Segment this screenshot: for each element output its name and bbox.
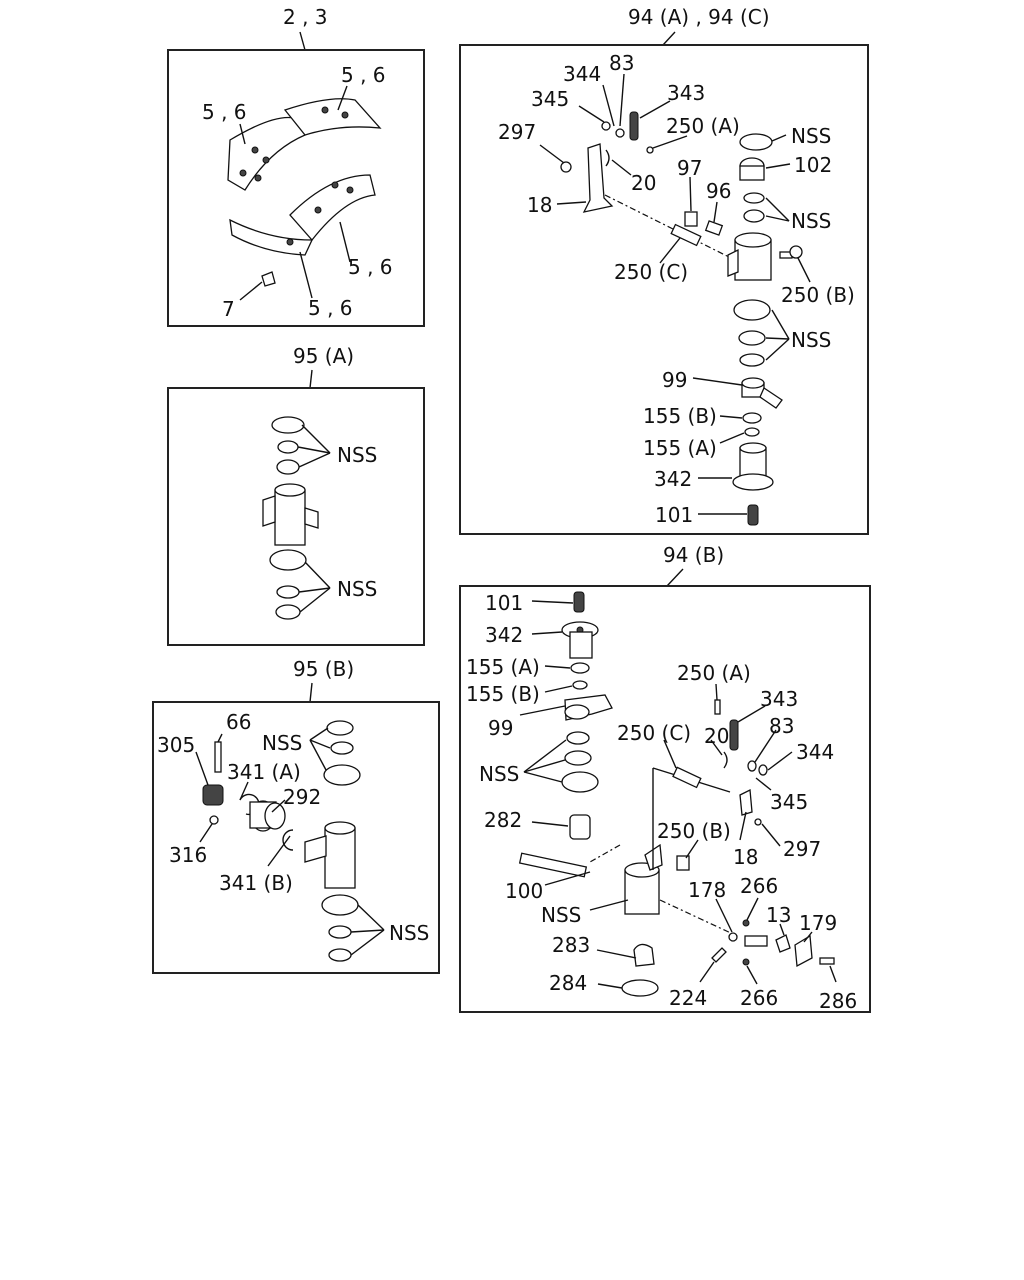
label-94b-100: 100	[505, 879, 543, 903]
label-94ac-342: 342	[654, 467, 692, 491]
label-94b-155a: 155 (A)	[466, 655, 540, 679]
label-94b-250c: 250 (C)	[617, 721, 691, 745]
panel-title-95a: 95 (A)	[293, 344, 354, 368]
label-95b-66: 66	[226, 710, 251, 734]
label-94b-266-bottom: 266	[740, 986, 778, 1010]
label-lining-5-6-d: 5 , 6	[308, 296, 353, 320]
label-94ac-102: 102	[794, 153, 832, 177]
panel-94b: 94 (B)	[459, 543, 871, 1013]
label-95a-nss-top: NSS	[337, 443, 377, 467]
label-94b-20: 20	[704, 724, 729, 748]
panel-frame-linings	[167, 49, 425, 327]
label-94b-nss-1: NSS	[479, 762, 519, 786]
label-94ac-250c: 250 (C)	[614, 260, 688, 284]
label-lining-5-6-a: 5 , 6	[341, 63, 386, 87]
panel-frame-94b	[459, 585, 871, 1013]
label-lining-7: 7	[222, 297, 235, 321]
label-94b-345: 345	[770, 790, 808, 814]
panel-title-94ac: 94 (A) , 94 (C)	[628, 5, 770, 29]
label-94b-344: 344	[796, 740, 834, 764]
label-94b-297: 297	[783, 837, 821, 861]
label-94ac-nss-3: NSS	[791, 328, 831, 352]
label-94b-155b: 155 (B)	[466, 682, 540, 706]
label-lining-5-6-c: 5 , 6	[348, 255, 393, 279]
panel-title-linings: 2 , 3	[283, 5, 328, 29]
label-94b-99: 99	[488, 716, 513, 740]
label-95b-nss-top: NSS	[262, 731, 302, 755]
label-94ac-250a: 250 (A)	[666, 114, 740, 138]
label-95b-341a: 341 (A)	[227, 760, 301, 784]
label-94b-179: 179	[799, 911, 837, 935]
label-94ac-18: 18	[527, 193, 552, 217]
label-94b-224: 224	[669, 986, 707, 1010]
label-94ac-20: 20	[631, 171, 656, 195]
label-94b-13: 13	[766, 903, 791, 927]
panel-frame-95b	[152, 701, 440, 974]
label-94ac-97: 97	[677, 156, 702, 180]
label-94b-343: 343	[760, 687, 798, 711]
panel-95b: 95 (B)	[152, 657, 440, 974]
panel-frame-95a	[167, 387, 425, 646]
panel-95a: 95 (A) NSS NSS	[167, 344, 425, 646]
label-94ac-344: 344	[563, 62, 601, 86]
label-94b-nss-2: NSS	[541, 903, 581, 927]
label-94ac-343: 343	[667, 81, 705, 105]
label-94ac-99: 99	[662, 368, 687, 392]
label-94ac-250b: 250 (B)	[781, 283, 855, 307]
label-94b-342: 342	[485, 623, 523, 647]
panel-94a-94c: 94 (A) , 94 (C)	[459, 5, 869, 535]
label-94b-101: 101	[485, 591, 523, 615]
label-94ac-101: 101	[655, 503, 693, 527]
label-94ac-96: 96	[706, 179, 731, 203]
label-94b-282: 282	[484, 808, 522, 832]
panel-frame-94ac	[459, 44, 869, 535]
label-95b-nss-bottom: NSS	[389, 921, 429, 945]
label-94ac-nss-2: NSS	[791, 209, 831, 233]
label-94b-178: 178	[688, 878, 726, 902]
label-94b-18: 18	[733, 845, 758, 869]
label-94b-266-top: 266	[740, 874, 778, 898]
label-94ac-83: 83	[609, 51, 634, 75]
label-94b-250a: 250 (A)	[677, 661, 751, 685]
label-94b-284: 284	[549, 971, 587, 995]
label-94b-250b: 250 (B)	[657, 819, 731, 843]
label-94b-283: 283	[552, 933, 590, 957]
label-94b-83: 83	[769, 714, 794, 738]
panel-title-95b: 95 (B)	[293, 657, 354, 681]
label-94ac-345: 345	[531, 87, 569, 111]
label-95b-305: 305	[157, 733, 195, 757]
label-lining-5-6-b: 5 , 6	[202, 100, 247, 124]
label-95b-316: 316	[169, 843, 207, 867]
label-94ac-297: 297	[498, 120, 536, 144]
label-95a-nss-bottom: NSS	[337, 577, 377, 601]
label-95b-292: 292	[283, 785, 321, 809]
label-94ac-155a: 155 (A)	[643, 436, 717, 460]
label-94ac-155b: 155 (B)	[643, 404, 717, 428]
label-94ac-nss-1: NSS	[791, 124, 831, 148]
panel-title-94b: 94 (B)	[663, 543, 724, 567]
panel-brake-linings: 2 , 3 5 , 6 5 , 6 5 , 6 5 , 6 7	[167, 5, 425, 327]
label-95b-341b: 341 (B)	[219, 871, 293, 895]
label-94b-286: 286	[819, 989, 857, 1013]
